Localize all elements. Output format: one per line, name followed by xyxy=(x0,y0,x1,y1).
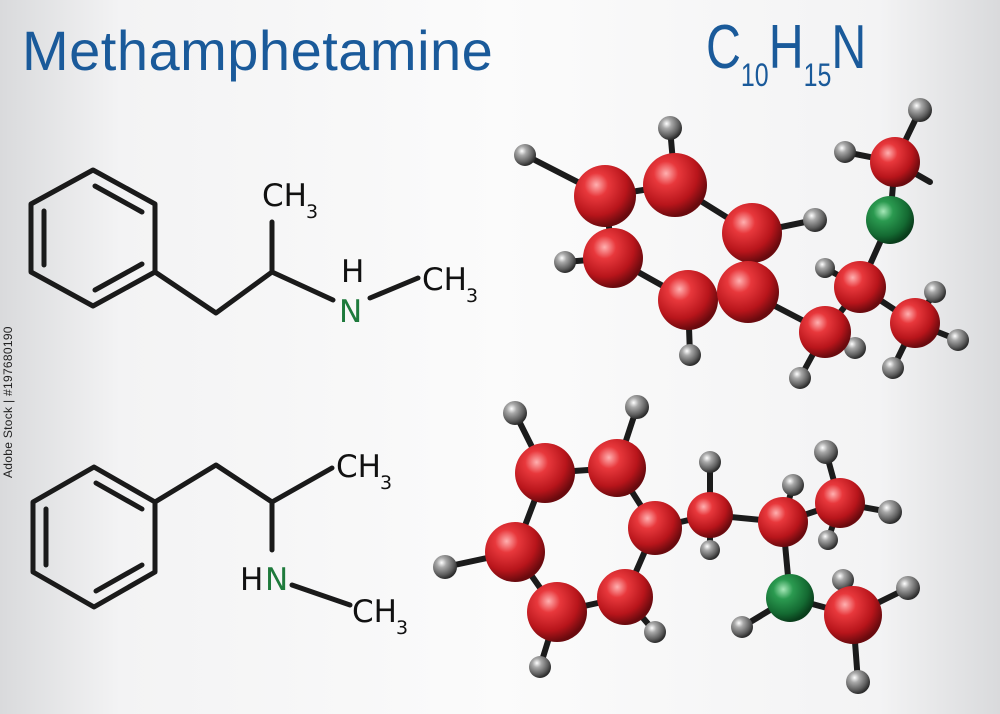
hydrogen-atom xyxy=(814,440,838,464)
hydrogen-atom xyxy=(700,540,720,560)
model-top-carbons xyxy=(574,137,940,358)
n-methyl-subscript-bottom: 3 xyxy=(396,617,408,639)
hydrogen-atom xyxy=(433,555,457,579)
model-top-hydrogens xyxy=(514,98,969,389)
carbon-atom xyxy=(574,165,636,227)
benzene-ring-bottom xyxy=(30,464,158,610)
n-methyl-subscript-top: 3 xyxy=(466,285,478,307)
hydrogen-atom xyxy=(846,670,870,694)
carbon-atom xyxy=(824,586,882,644)
carbon-atom xyxy=(870,137,920,187)
formula-hydrogen: H xyxy=(768,13,804,82)
carbon-atom xyxy=(588,439,646,497)
molecule-title: Methamphetamine xyxy=(22,19,494,82)
n-methyl-label-top: CH xyxy=(422,262,467,298)
carbon-atom xyxy=(583,228,643,288)
carbon-atom xyxy=(643,153,707,217)
carbon-atom xyxy=(834,261,886,313)
carbon-atom xyxy=(515,443,575,503)
formula-hydrogen-count: 15 xyxy=(803,57,832,93)
carbon-atom xyxy=(628,501,682,555)
carbon-chain-top xyxy=(152,219,336,316)
hydrogen-atom xyxy=(782,474,804,496)
hydrogen-atom xyxy=(818,530,838,550)
hydrogen-atom xyxy=(878,500,902,524)
hydrogen-atom xyxy=(815,258,835,278)
nitrogen-label-bottom: N xyxy=(265,562,288,598)
carbon-atom xyxy=(687,492,733,538)
model-bottom-carbons xyxy=(485,439,882,644)
ch3-subscript-bottom: 3 xyxy=(380,472,392,494)
hydrogen-atom xyxy=(625,395,649,419)
formula-carbon: C xyxy=(706,13,741,82)
carbon-atom xyxy=(799,306,851,358)
hydrogen-atom xyxy=(699,451,721,473)
hydrogen-atom xyxy=(514,144,536,166)
carbon-atom xyxy=(485,522,545,582)
hn-hydrogen-label: H xyxy=(240,562,263,598)
hydrogen-atom xyxy=(731,616,753,638)
carbon-atom xyxy=(890,298,940,348)
carbon-atom xyxy=(658,270,718,330)
hydrogen-atom xyxy=(658,116,682,140)
carbon-atom xyxy=(722,203,782,263)
hydrogen-atom xyxy=(947,329,969,351)
carbon-atom xyxy=(717,261,779,323)
nitrogen-atom xyxy=(866,196,914,244)
formula-nitrogen: N xyxy=(831,13,867,82)
hydrogen-atom xyxy=(644,621,666,643)
ball-and-stick-model-bottom xyxy=(433,395,920,694)
molecular-formula: C10H15N xyxy=(706,12,866,94)
n-methyl-bond-top xyxy=(367,275,421,301)
hydrogen-atom xyxy=(834,141,856,163)
ch3-subscript-top: 3 xyxy=(306,201,318,223)
skeletal-formula-bottom: CH 3 H N CH 3 xyxy=(30,449,408,639)
ch3-label-bottom: CH xyxy=(336,449,381,485)
benzene-ring-top xyxy=(28,167,158,309)
hydrogen-atom xyxy=(503,401,527,425)
ball-and-stick-model-top xyxy=(514,98,969,389)
model-bottom-hydrogens xyxy=(433,395,920,694)
carbon-atom xyxy=(527,582,587,642)
nitrogen-atom xyxy=(766,574,814,622)
carbon-atom xyxy=(758,497,808,547)
ch3-label-top: CH xyxy=(262,178,307,214)
skeletal-formula-top: CH 3 H N CH 3 xyxy=(28,167,478,330)
n-methyl-bond-bottom xyxy=(289,582,353,608)
carbon-chain-bottom xyxy=(152,462,335,553)
hydrogen-atom xyxy=(679,344,701,366)
n-methyl-label-bottom: CH xyxy=(352,594,397,630)
carbon-atom xyxy=(815,478,865,528)
hydrogen-atom xyxy=(924,281,946,303)
hydrogen-atom xyxy=(832,569,854,591)
nh-hydrogen-label: H xyxy=(341,254,364,290)
hydrogen-atom xyxy=(908,98,932,122)
hydrogen-atom xyxy=(789,367,811,389)
aromatic-inner-bonds-top xyxy=(41,183,145,293)
carbon-atom xyxy=(597,569,653,625)
hydrogen-atom xyxy=(803,208,827,232)
hydrogen-atom xyxy=(529,656,551,678)
hydrogen-atom xyxy=(844,337,866,359)
formula-carbon-count: 10 xyxy=(740,57,769,93)
hydrogen-atom xyxy=(882,357,904,379)
hydrogen-atom xyxy=(554,251,576,273)
hydrogen-atom xyxy=(896,576,920,600)
aromatic-inner-bonds-bottom xyxy=(43,480,145,594)
nitrogen-label-top: N xyxy=(339,294,362,330)
